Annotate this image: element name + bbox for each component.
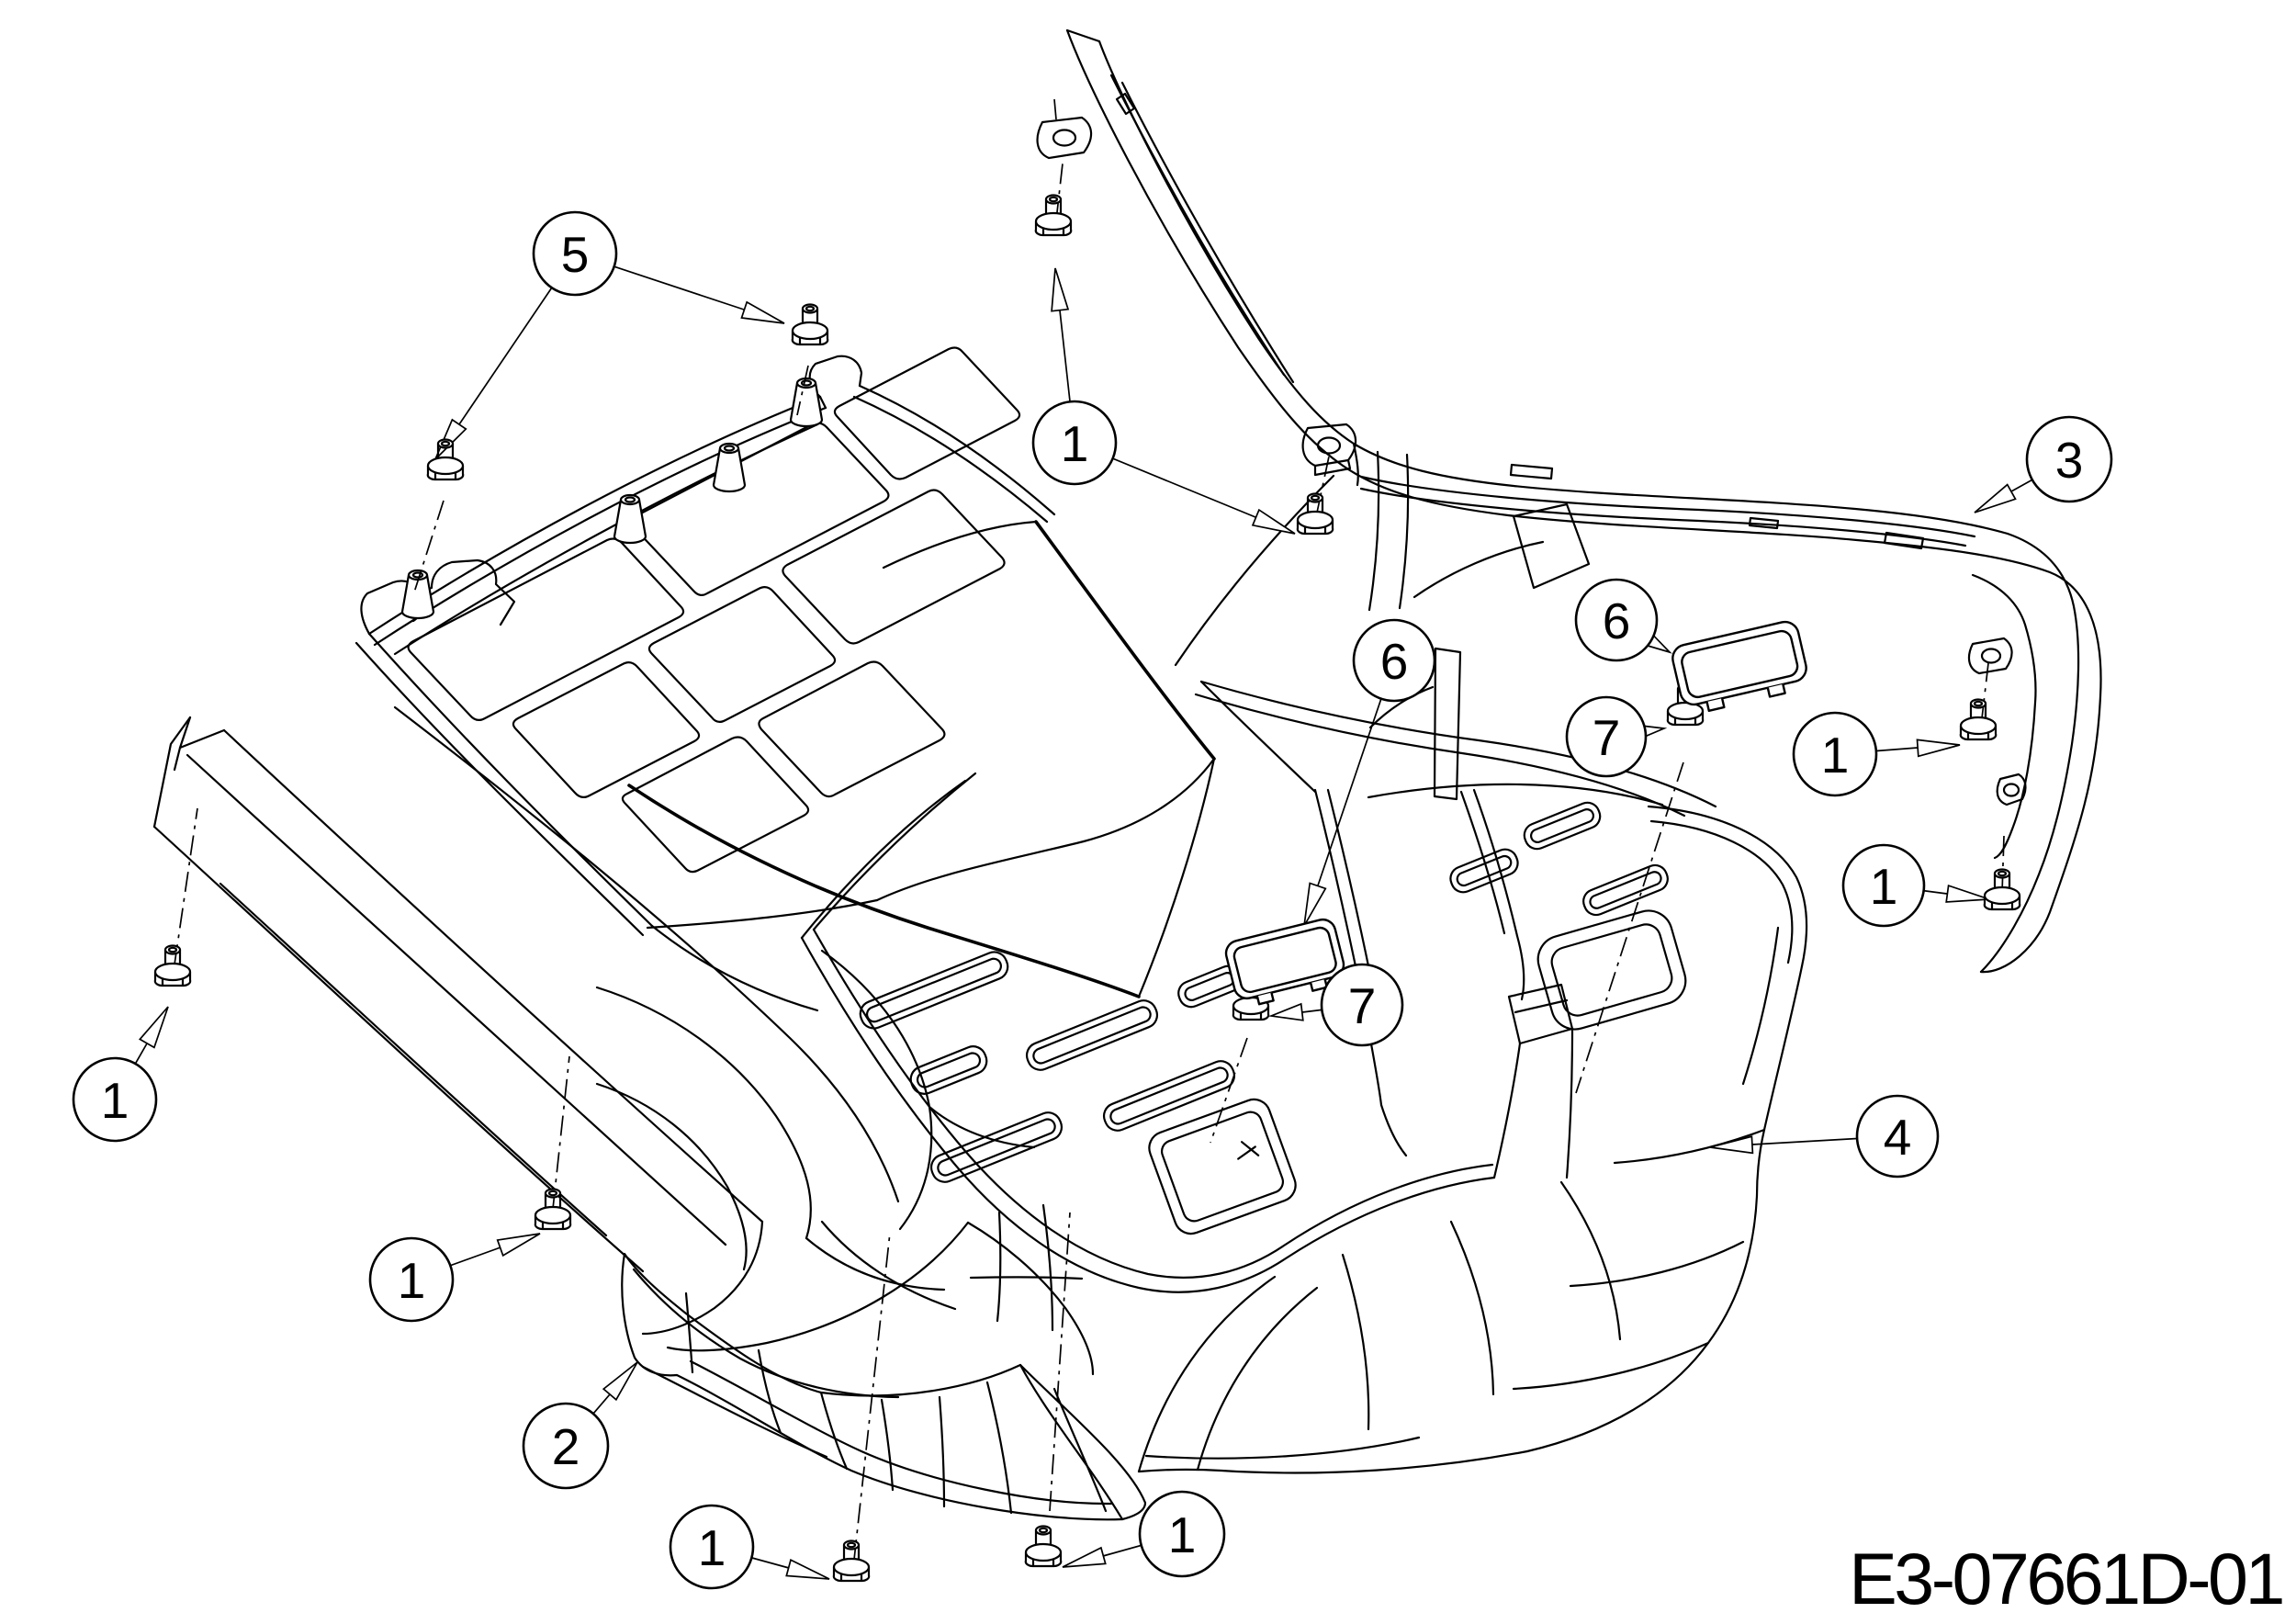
svg-text:6: 6	[1603, 592, 1631, 649]
svg-text:1: 1	[1870, 858, 1898, 915]
svg-text:2: 2	[552, 1418, 580, 1475]
svg-text:3: 3	[2055, 432, 2084, 489]
svg-text:7: 7	[1348, 977, 1377, 1034]
svg-text:7: 7	[1593, 709, 1621, 766]
svg-text:6: 6	[1380, 633, 1409, 690]
svg-text:1: 1	[698, 1519, 726, 1576]
svg-text:5: 5	[561, 226, 590, 283]
svg-text:4: 4	[1884, 1109, 1912, 1166]
svg-text:1: 1	[101, 1072, 129, 1129]
svg-text:1: 1	[1821, 727, 1850, 784]
svg-text:1: 1	[398, 1252, 426, 1309]
svg-text:E3-07661D-01: E3-07661D-01	[1849, 1538, 2282, 1619]
svg-text:1: 1	[1061, 415, 1089, 472]
svg-text:1: 1	[1168, 1506, 1197, 1563]
